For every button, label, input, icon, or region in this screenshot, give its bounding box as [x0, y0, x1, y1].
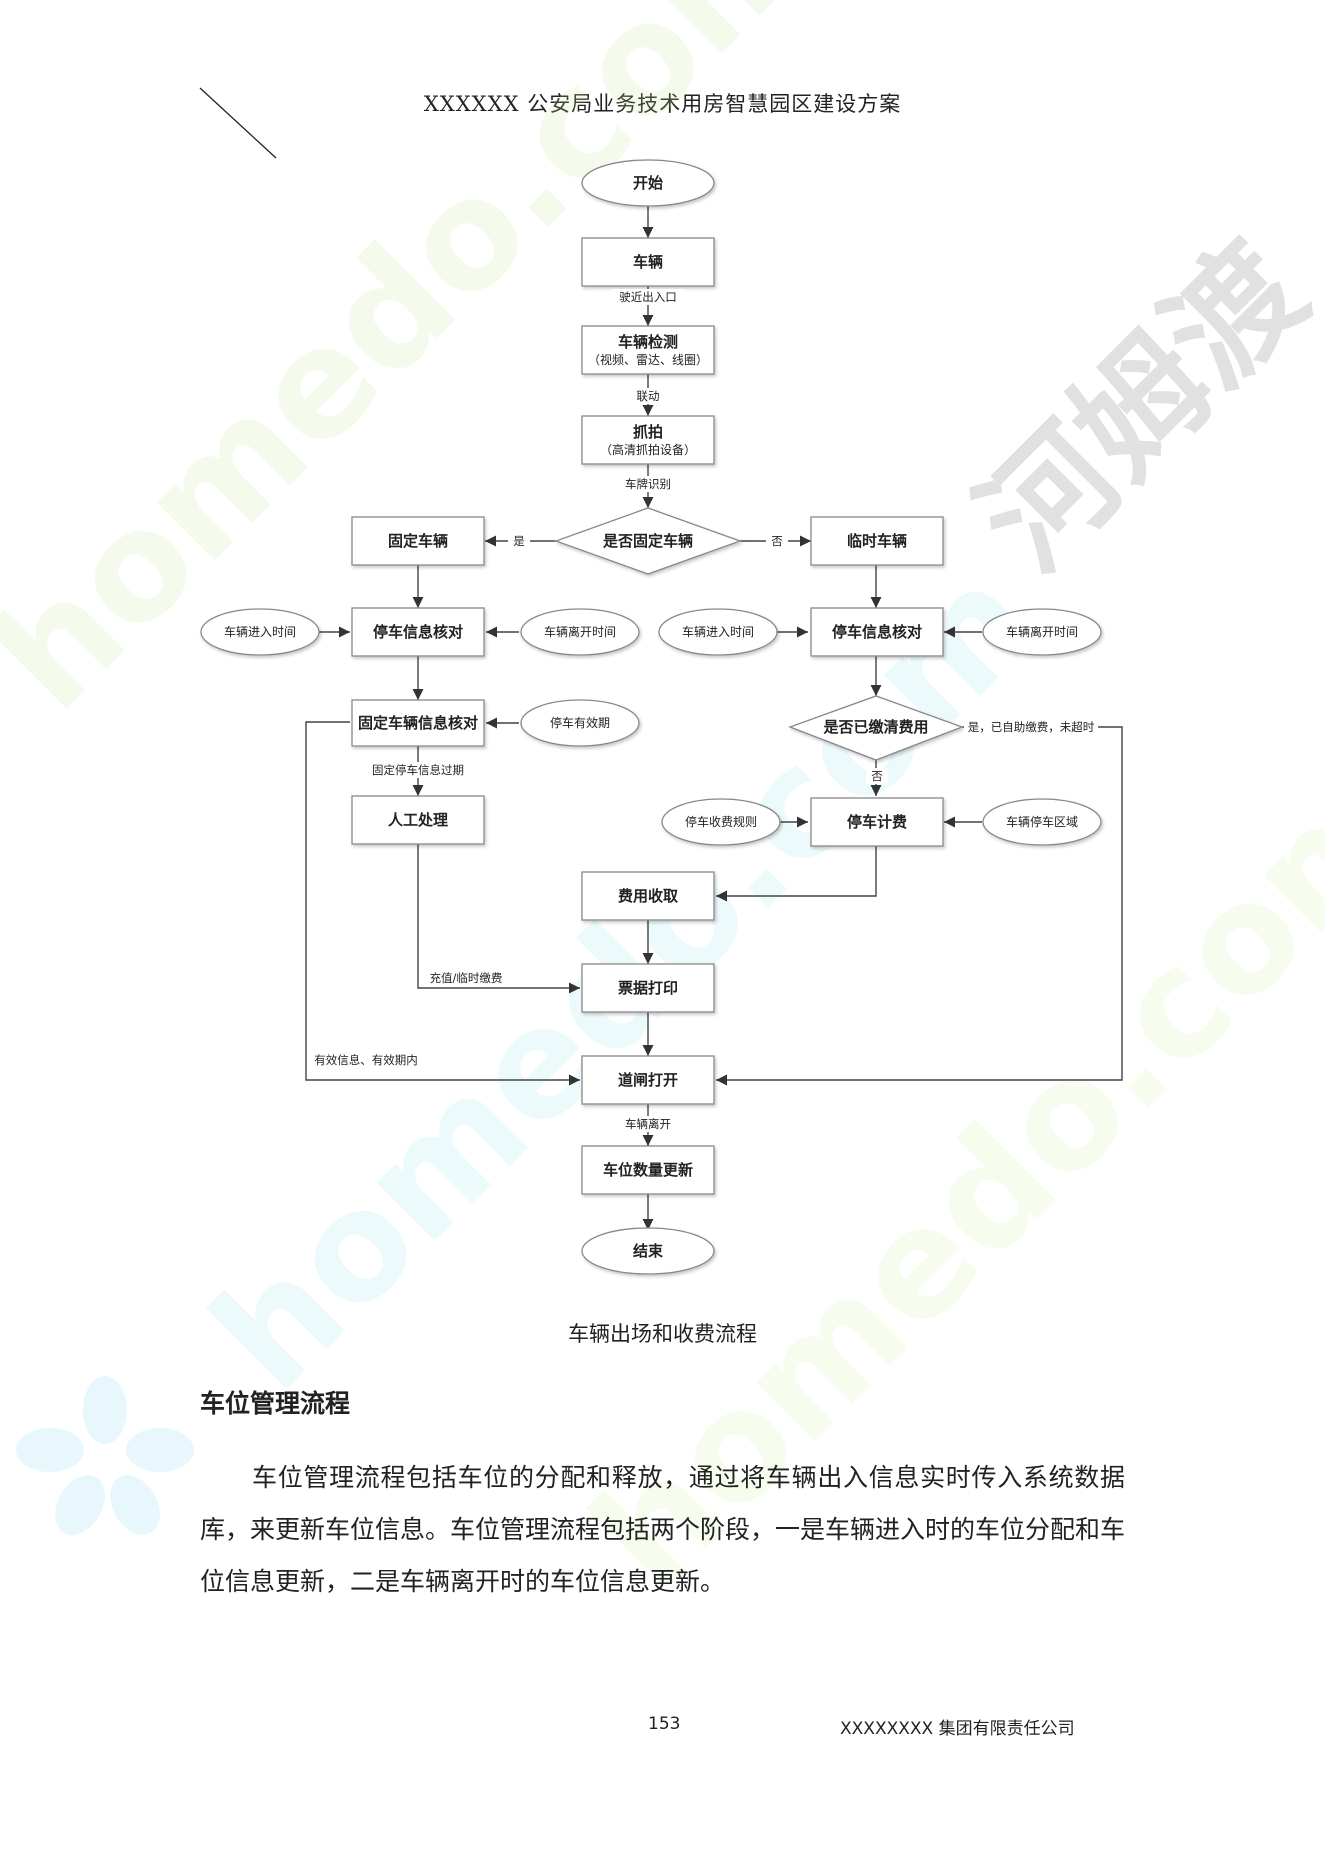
figure-caption: 车辆出场和收费流程: [568, 1322, 757, 1346]
input-exit-time-left-label: 车辆离开时间: [544, 624, 616, 639]
node-fixed-vehicle-label: 固定车辆: [388, 532, 448, 550]
input-entry-time-left: [200, 608, 320, 656]
input-entry-time-right-label: 车辆进入时间: [682, 624, 754, 639]
node-start-label: 开始: [633, 174, 663, 192]
node-gate-open: [581, 1055, 715, 1105]
input-exit-time-right: [982, 608, 1102, 656]
node-check-left-label: 停车信息核对: [373, 623, 463, 641]
node-detect: [581, 325, 715, 375]
node-fixed-info-check-label: 固定车辆信息核对: [358, 714, 478, 732]
node-billing-label: 停车计费: [847, 813, 907, 831]
input-exit-time-left: [520, 608, 640, 656]
edge-label-linkage: 联动: [637, 389, 660, 403]
edge-label-approach: 驶近出入口: [619, 290, 677, 304]
input-valid-period: [520, 699, 640, 747]
input-fee-rule-label: 停车收费规则: [685, 814, 757, 829]
node-vehicle: [581, 237, 715, 287]
node-start: [581, 159, 715, 207]
input-parking-area-label: 车辆停车区域: [1006, 814, 1078, 829]
node-check-right: [810, 607, 944, 657]
node-end: [581, 1227, 715, 1275]
input-exit-time-right-label: 车辆离开时间: [1006, 624, 1078, 639]
node-ticket-print: [581, 963, 715, 1013]
node-detect-label: 车辆检测: [618, 333, 678, 351]
node-fixed-vehicle: [351, 516, 485, 566]
edge-label-yes: 是: [513, 534, 525, 548]
node-fixed-info-check: [351, 699, 485, 747]
node-capture: [581, 415, 715, 465]
edge-label-yes-paid: 是，已自助缴费，未超时: [968, 720, 1095, 734]
edge-label-recharge: 充值/临时缴费: [430, 971, 503, 985]
edge-label-expired: 固定停车信息过期: [372, 763, 464, 777]
header-diagonal: [199, 87, 277, 159]
node-is-fixed-label: 是否固定车辆: [602, 532, 693, 550]
node-fee-collect: [581, 871, 715, 921]
node-end-label: 结束: [633, 1242, 664, 1260]
edge-label-no-paid: 否: [871, 769, 883, 783]
section-title: 车位管理流程: [200, 1389, 351, 1418]
node-capture-sub: （高清抓拍设备）: [600, 442, 696, 457]
node-is-paid-label: 是否已缴清费用: [822, 718, 928, 736]
header-title: XXXXXX 公安局业务技术用房智慧园区建设方案: [423, 92, 902, 116]
input-valid-period-label: 停车有效期: [550, 715, 610, 730]
input-parking-area: [982, 798, 1102, 846]
node-manual-label: 人工处理: [388, 811, 448, 829]
edge-label-leave: 车辆离开: [625, 1117, 671, 1131]
node-space-update: [581, 1145, 715, 1195]
edge-label-plate: 车牌识别: [625, 477, 671, 491]
node-is-fixed: [554, 507, 742, 575]
node-ticket-print-label: 票据打印: [618, 979, 678, 997]
node-temp-vehicle-label: 临时车辆: [847, 532, 907, 550]
input-entry-time-right: [658, 608, 778, 656]
node-detect-sub: （视频、雷达、线圈）: [588, 352, 708, 367]
flowchart: 开始 车辆 车辆检测 （视频、雷达、线圈） 抓拍 （高清抓拍设备） 是否固定车辆…: [200, 159, 1123, 1275]
watermark-logo-icon: [16, 1376, 194, 1535]
input-fee-rule: [661, 798, 781, 846]
node-check-right-label: 停车信息核对: [832, 623, 922, 641]
footer-company: XXXXXXXX 集团有限责任公司: [840, 1719, 1075, 1739]
node-vehicle-label: 车辆: [633, 253, 663, 271]
edge-label-no: 否: [771, 534, 783, 548]
node-gate-open-label: 道闸打开: [618, 1071, 678, 1089]
node-check-left: [351, 607, 485, 657]
node-manual: [351, 795, 485, 845]
edge-label-valid: 有效信息、有效期内: [314, 1053, 418, 1067]
node-is-paid: [788, 695, 964, 761]
node-capture-label: 抓拍: [633, 423, 663, 441]
page-number: 153: [648, 1714, 681, 1734]
input-entry-time-left-label: 车辆进入时间: [224, 624, 296, 639]
node-space-update-label: 车位数量更新: [603, 1161, 693, 1179]
node-temp-vehicle: [810, 516, 944, 566]
body-paragraph: 车位管理流程包括车位的分配和释放，通过将车辆出入信息实时传入系统数据库，来更新车…: [200, 1463, 1126, 1596]
node-fee-collect-label: 费用收取: [618, 887, 679, 905]
node-billing: [810, 797, 944, 847]
